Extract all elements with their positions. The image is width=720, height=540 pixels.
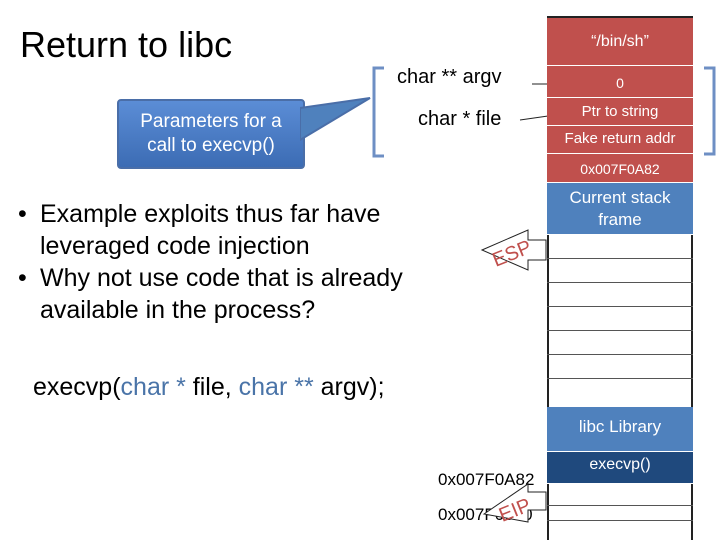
stack-divider <box>547 520 693 521</box>
label-arrows <box>519 83 549 121</box>
stack-cell-fake-return: Fake return addr <box>547 126 693 154</box>
stack-diagram <box>547 16 693 540</box>
stack-divider <box>547 354 693 355</box>
stack-divider <box>547 258 693 259</box>
callout-pointer <box>300 97 371 142</box>
address-top: 0x007F0A82 <box>438 470 535 489</box>
left-bracket <box>372 66 384 158</box>
callout-line-1: Parameters for a <box>140 111 282 132</box>
stack-cell-libc: libc Library <box>547 407 693 452</box>
stack-cell-address: 0x007F0A82 <box>547 154 693 183</box>
stack-divider <box>547 378 693 379</box>
execvp-signature: execvp(char * file, char ** argv); <box>33 373 385 402</box>
file-label: char * file <box>418 108 502 130</box>
current-frame-line-2: frame <box>598 210 642 229</box>
call-arg1: file, <box>185 373 239 401</box>
stack-cell-execvp: execvp() <box>547 452 693 484</box>
stack-divider <box>547 505 693 506</box>
eip-arrow: EIP <box>482 483 547 527</box>
bullet-item: Why not use code that is already availab… <box>18 262 478 326</box>
type-char-ptr-ptr: char ** <box>238 373 314 401</box>
stack-divider <box>547 330 693 331</box>
current-frame-line-1: Current stack <box>569 188 671 207</box>
call-arg2: argv); <box>313 373 385 401</box>
right-bracket <box>704 66 716 156</box>
stack-cell-ptr: Ptr to string <box>547 98 693 126</box>
stack-divider <box>547 282 693 283</box>
stack-divider <box>547 306 693 307</box>
argv-label: char ** argv <box>397 66 502 88</box>
esp-arrow: ESP <box>480 229 547 272</box>
bullet-item: Example exploits thus far have leveraged… <box>18 198 478 262</box>
slide-title: Return to libc <box>20 24 233 65</box>
stack-cell-binsh: “/bin/sh” <box>547 18 693 66</box>
call-prefix: execvp( <box>33 373 121 401</box>
stack-cell-current-frame: Current stack frame <box>547 183 693 235</box>
type-char-ptr: char * <box>120 373 186 401</box>
bullet-list: Example exploits thus far have leveraged… <box>18 198 478 326</box>
callout-line-2: call to execvp() <box>147 135 275 156</box>
parameters-callout: Parameters for a call to execvp() <box>117 99 305 169</box>
stack-cell-zero: 0 <box>547 66 693 98</box>
